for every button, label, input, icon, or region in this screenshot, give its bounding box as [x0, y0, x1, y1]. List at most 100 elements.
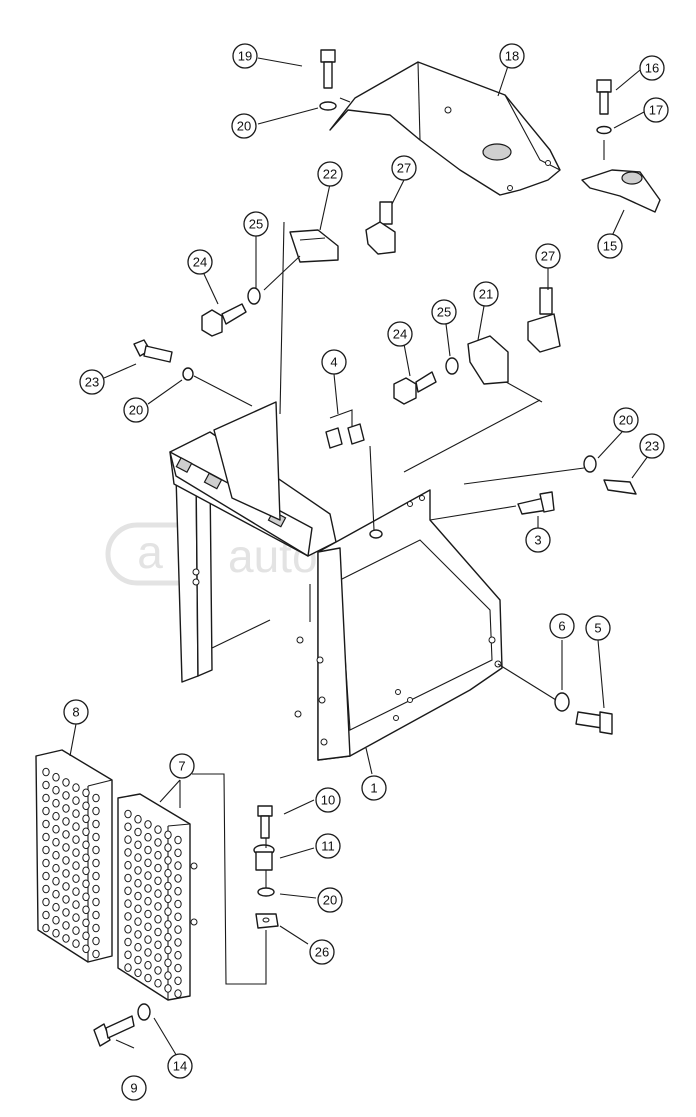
step-plate-7-hole [154, 850, 162, 860]
callout-4-label: 4 [330, 355, 337, 370]
callout-21: 21 [473, 281, 499, 307]
nut-26 [255, 913, 279, 929]
step-plate-7-hole [174, 963, 182, 973]
step-plate-8-hole [62, 895, 70, 904]
collar-11 [253, 844, 275, 871]
bolt-23-left [133, 339, 173, 363]
callout-9-label: 9 [130, 1081, 137, 1096]
step-plate-8-hole [42, 871, 50, 881]
step-plate-7-hole [134, 955, 142, 965]
bolt-23-right [603, 479, 637, 495]
step-plate-7-hole [154, 863, 162, 873]
step-plate-7-hole [144, 858, 152, 868]
bracket-22 [289, 229, 339, 263]
callout-6: 6 [549, 613, 575, 639]
step-plate-8-hole [72, 848, 80, 857]
callout-8: 8 [63, 699, 89, 725]
step-plate-7-hole [144, 935, 152, 944]
step-plate-8-hole [52, 863, 60, 873]
callout-22: 22 [317, 161, 343, 187]
bolt-16 [596, 79, 612, 115]
step-plate-7-hole [174, 848, 182, 858]
callout-20-right-label: 20 [619, 413, 633, 428]
step-plate-7-hole [164, 958, 172, 968]
step-plate-8-hole [72, 822, 80, 831]
step-plate-7-hole [164, 830, 172, 840]
step-plate-7-hole [144, 909, 152, 919]
bolt-5 [575, 711, 613, 735]
step-plate-8-hole [62, 934, 70, 943]
callout-23-left-label: 23 [85, 375, 99, 390]
step-plate-8-hole [52, 798, 60, 808]
step-plate-8-hole [82, 905, 90, 915]
step-plate-8-hole [72, 796, 80, 805]
bolt-24-left [201, 303, 247, 337]
step-plate-8-hole [92, 871, 100, 881]
step-plate-8-hole [52, 811, 60, 821]
step-plate-8-hole [72, 874, 80, 883]
step-plate-8-hole [82, 788, 90, 798]
step-plate-7-hole [144, 820, 152, 829]
step-plate-7-hole [144, 973, 152, 983]
step-plate-7-hole [174, 925, 182, 934]
step-plate-8-hole [42, 806, 50, 816]
step-plate-8-hole [72, 809, 80, 818]
step-plate-8-hole [92, 923, 100, 933]
step-plate-8-hole [62, 908, 70, 917]
step-plate-8-hole [82, 918, 90, 928]
callout-6-label: 6 [558, 619, 565, 634]
callout-26-label: 26 [315, 945, 329, 960]
callout-25-left-label: 25 [249, 217, 263, 232]
washer-20-top [319, 101, 337, 111]
callout-26: 26 [309, 939, 335, 965]
step-plate-8-hole [72, 887, 80, 896]
step-plate-8-hole [52, 850, 60, 860]
step-plate-7-hole [124, 848, 132, 857]
step-plate-8-hole [92, 910, 100, 920]
step-plate-7-hole [144, 845, 152, 855]
step-plate-8-hole [62, 921, 70, 930]
step-plate-7-hole [154, 825, 162, 834]
callout-3: 3 [525, 527, 551, 553]
step-plate-8-hole [82, 853, 90, 863]
callout-20-left-label: 20 [129, 403, 143, 418]
callout-15-label: 15 [603, 239, 617, 254]
callout-23-right-label: 23 [645, 439, 659, 454]
step-plate-7-hole [164, 843, 172, 852]
step-plate-8-hole [82, 840, 90, 850]
callout-24-right: 24 [387, 321, 413, 347]
callout-17-label: 17 [649, 103, 663, 118]
step-plate-7-hole [144, 896, 152, 906]
step-plate-7-hole [154, 914, 162, 924]
step-plate-7-hole [134, 853, 142, 862]
step-plate-8-hole [82, 879, 90, 889]
step-plate-8-holes [42, 767, 100, 959]
step-plate-8-hole [52, 785, 60, 795]
leader-lines [69, 57, 649, 1059]
callout-7-label: 7 [178, 759, 185, 774]
step-plate-7-hole [124, 822, 132, 832]
step-plate-8-hole [52, 889, 60, 899]
step-plate-7-hole [174, 835, 182, 845]
callout-1: 1 [361, 775, 387, 801]
step-plate-8-hole [72, 861, 80, 870]
step-plate-7-hole [174, 899, 182, 909]
clip-27-right [527, 287, 561, 353]
step-plate-8-hole [82, 866, 90, 876]
callout-17: 17 [643, 97, 669, 123]
callout-10: 10 [315, 787, 341, 813]
step-plate-7-hole [134, 866, 142, 875]
step-plate-7-hole [174, 976, 182, 986]
callout-5: 5 [585, 615, 611, 641]
step-plate-8-hole [62, 882, 70, 891]
step-plate-8-hole [82, 892, 90, 902]
step-plate-7-hole [124, 963, 132, 972]
step-plate-8-hole [62, 843, 70, 852]
step-plate-8-hole [42, 819, 50, 829]
callout-20: 20 [231, 113, 257, 139]
callout-25-right-label: 25 [437, 305, 451, 320]
callout-20-right: 20 [613, 407, 639, 433]
step-plate-8-hole [52, 876, 60, 886]
callout-20-label: 20 [237, 119, 251, 134]
step-plate-7-hole [164, 932, 172, 942]
